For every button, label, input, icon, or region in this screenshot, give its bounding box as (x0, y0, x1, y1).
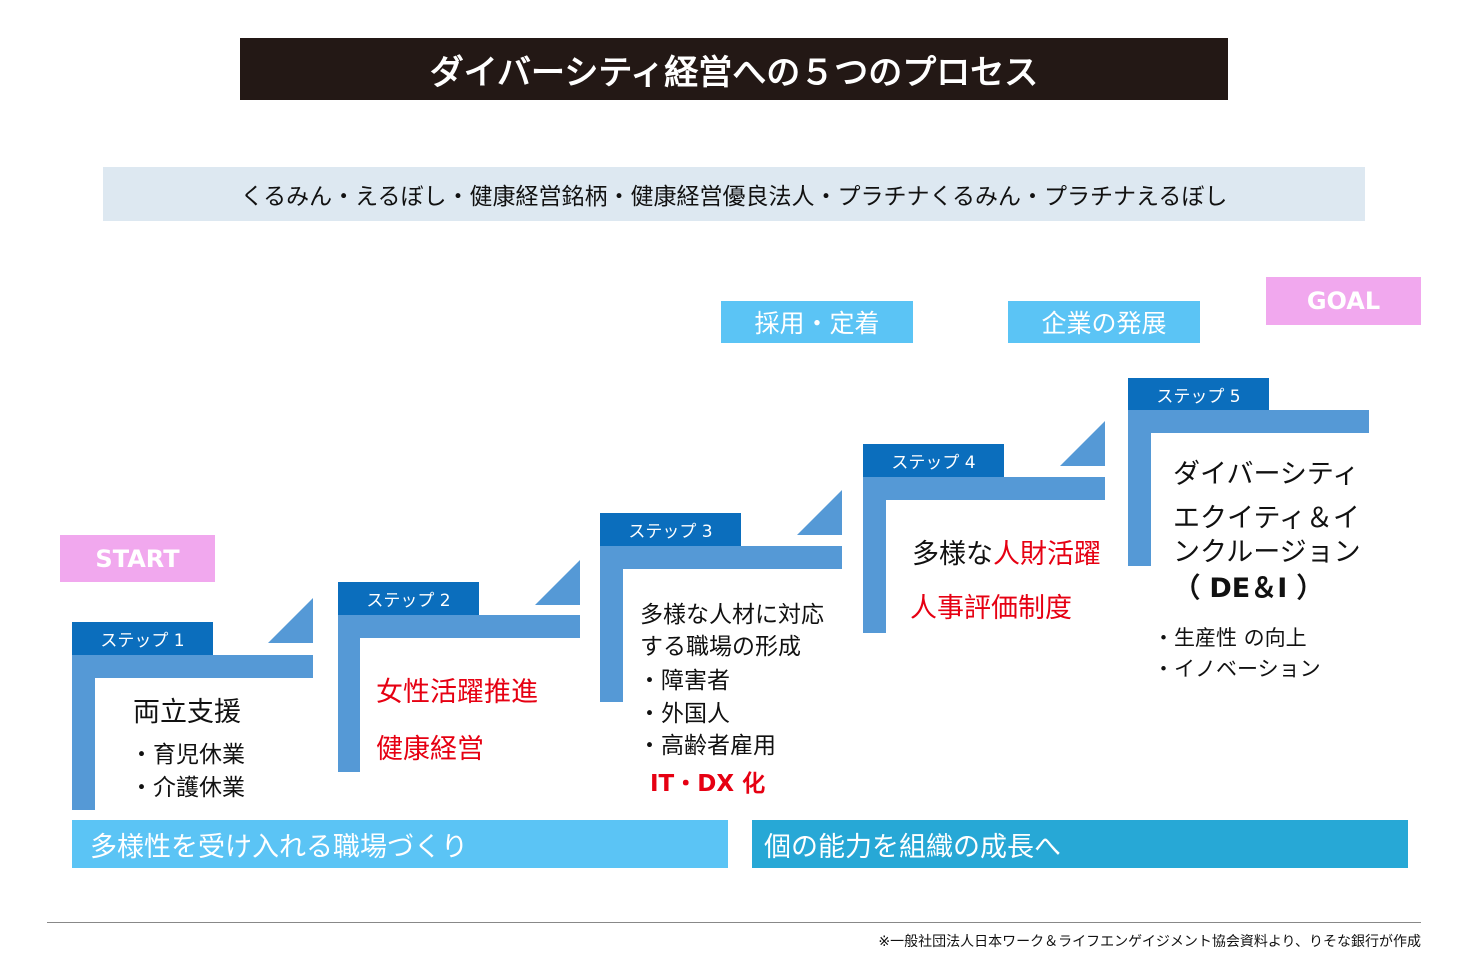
step-2-post (338, 615, 360, 772)
step-1-item: ・育児休業 (130, 742, 245, 768)
page-title: ダイバーシティ経営への５つのプロセス (240, 38, 1228, 100)
step-3-bar (600, 546, 842, 569)
step-2-heading: 健康経営 (376, 734, 484, 765)
step-1-heading: 両立支援 (133, 697, 241, 728)
step-1-item: ・介護休業 (130, 775, 245, 801)
step-up-arrow-icon (1060, 421, 1105, 466)
growth-label: 企業の発展 (1008, 301, 1200, 343)
band-left: 多様性を受け入れる職場づくり (72, 820, 728, 868)
step-3-item: ・外国人 (638, 701, 730, 727)
step-3-text: 多様な人材に対応 (640, 602, 824, 628)
step-3-highlight: IT・DX 化 (650, 771, 766, 797)
step-5-tab: ステップ 5 (1128, 378, 1269, 410)
step-up-arrow-icon (535, 560, 580, 605)
step-3-post (600, 546, 623, 702)
step-1-post (72, 655, 95, 810)
step-4-post (863, 477, 886, 633)
step-5-heading: エクイティ＆イ (1173, 503, 1360, 534)
step-4-text: 多様な (912, 539, 993, 570)
step-3-tab: ステップ 3 (600, 513, 741, 546)
start-label: START (60, 535, 215, 582)
step-5-bar (1128, 410, 1369, 433)
step-1-bar (72, 655, 313, 678)
step-2-heading: 女性活躍推進 (376, 677, 538, 708)
step-up-arrow-icon (268, 598, 313, 643)
footer-divider (47, 922, 1421, 923)
step-4-highlight: 人事評価制度 (910, 593, 1072, 624)
goal-label: GOAL (1266, 277, 1421, 325)
step-4-bar (863, 477, 1105, 500)
step-3-item: ・高齢者雇用 (638, 733, 776, 759)
step-5-heading: ダイバーシティ (1173, 459, 1360, 490)
step-5-heading: ンクルージョン (1173, 537, 1361, 568)
band-right: 個の能力を組織の成長へ (752, 820, 1408, 868)
step-4-tab: ステップ 4 (863, 444, 1004, 477)
step-3-item: ・障害者 (638, 668, 730, 694)
footnote: ※一般社団法人日本ワーク＆ライフエンゲイジメント協会資料より、りそな銀行が作成 (878, 934, 1421, 950)
step-5-post (1128, 410, 1151, 566)
step-up-arrow-icon (797, 490, 842, 535)
step-5-item: ・生産性 の向上 (1153, 626, 1307, 650)
hiring-label: 採用・定着 (721, 301, 913, 343)
step-4-heading: 多様な人財活躍 (912, 532, 1101, 571)
step-3-text: する職場の形成 (640, 634, 801, 660)
step-2-bar (338, 615, 580, 638)
step-5-heading: （ DE＆I ） (1173, 573, 1324, 604)
step-1-tab: ステップ 1 (72, 622, 213, 655)
step-4-highlight: 人財活躍 (993, 539, 1101, 570)
step-5-item: ・イノベーション (1153, 657, 1321, 681)
step-2-tab: ステップ 2 (338, 582, 479, 615)
certifications-banner: くるみん・えるぼし・健康経営銘柄・健康経営優良法人・プラチナくるみん・プラチナえ… (103, 167, 1365, 221)
